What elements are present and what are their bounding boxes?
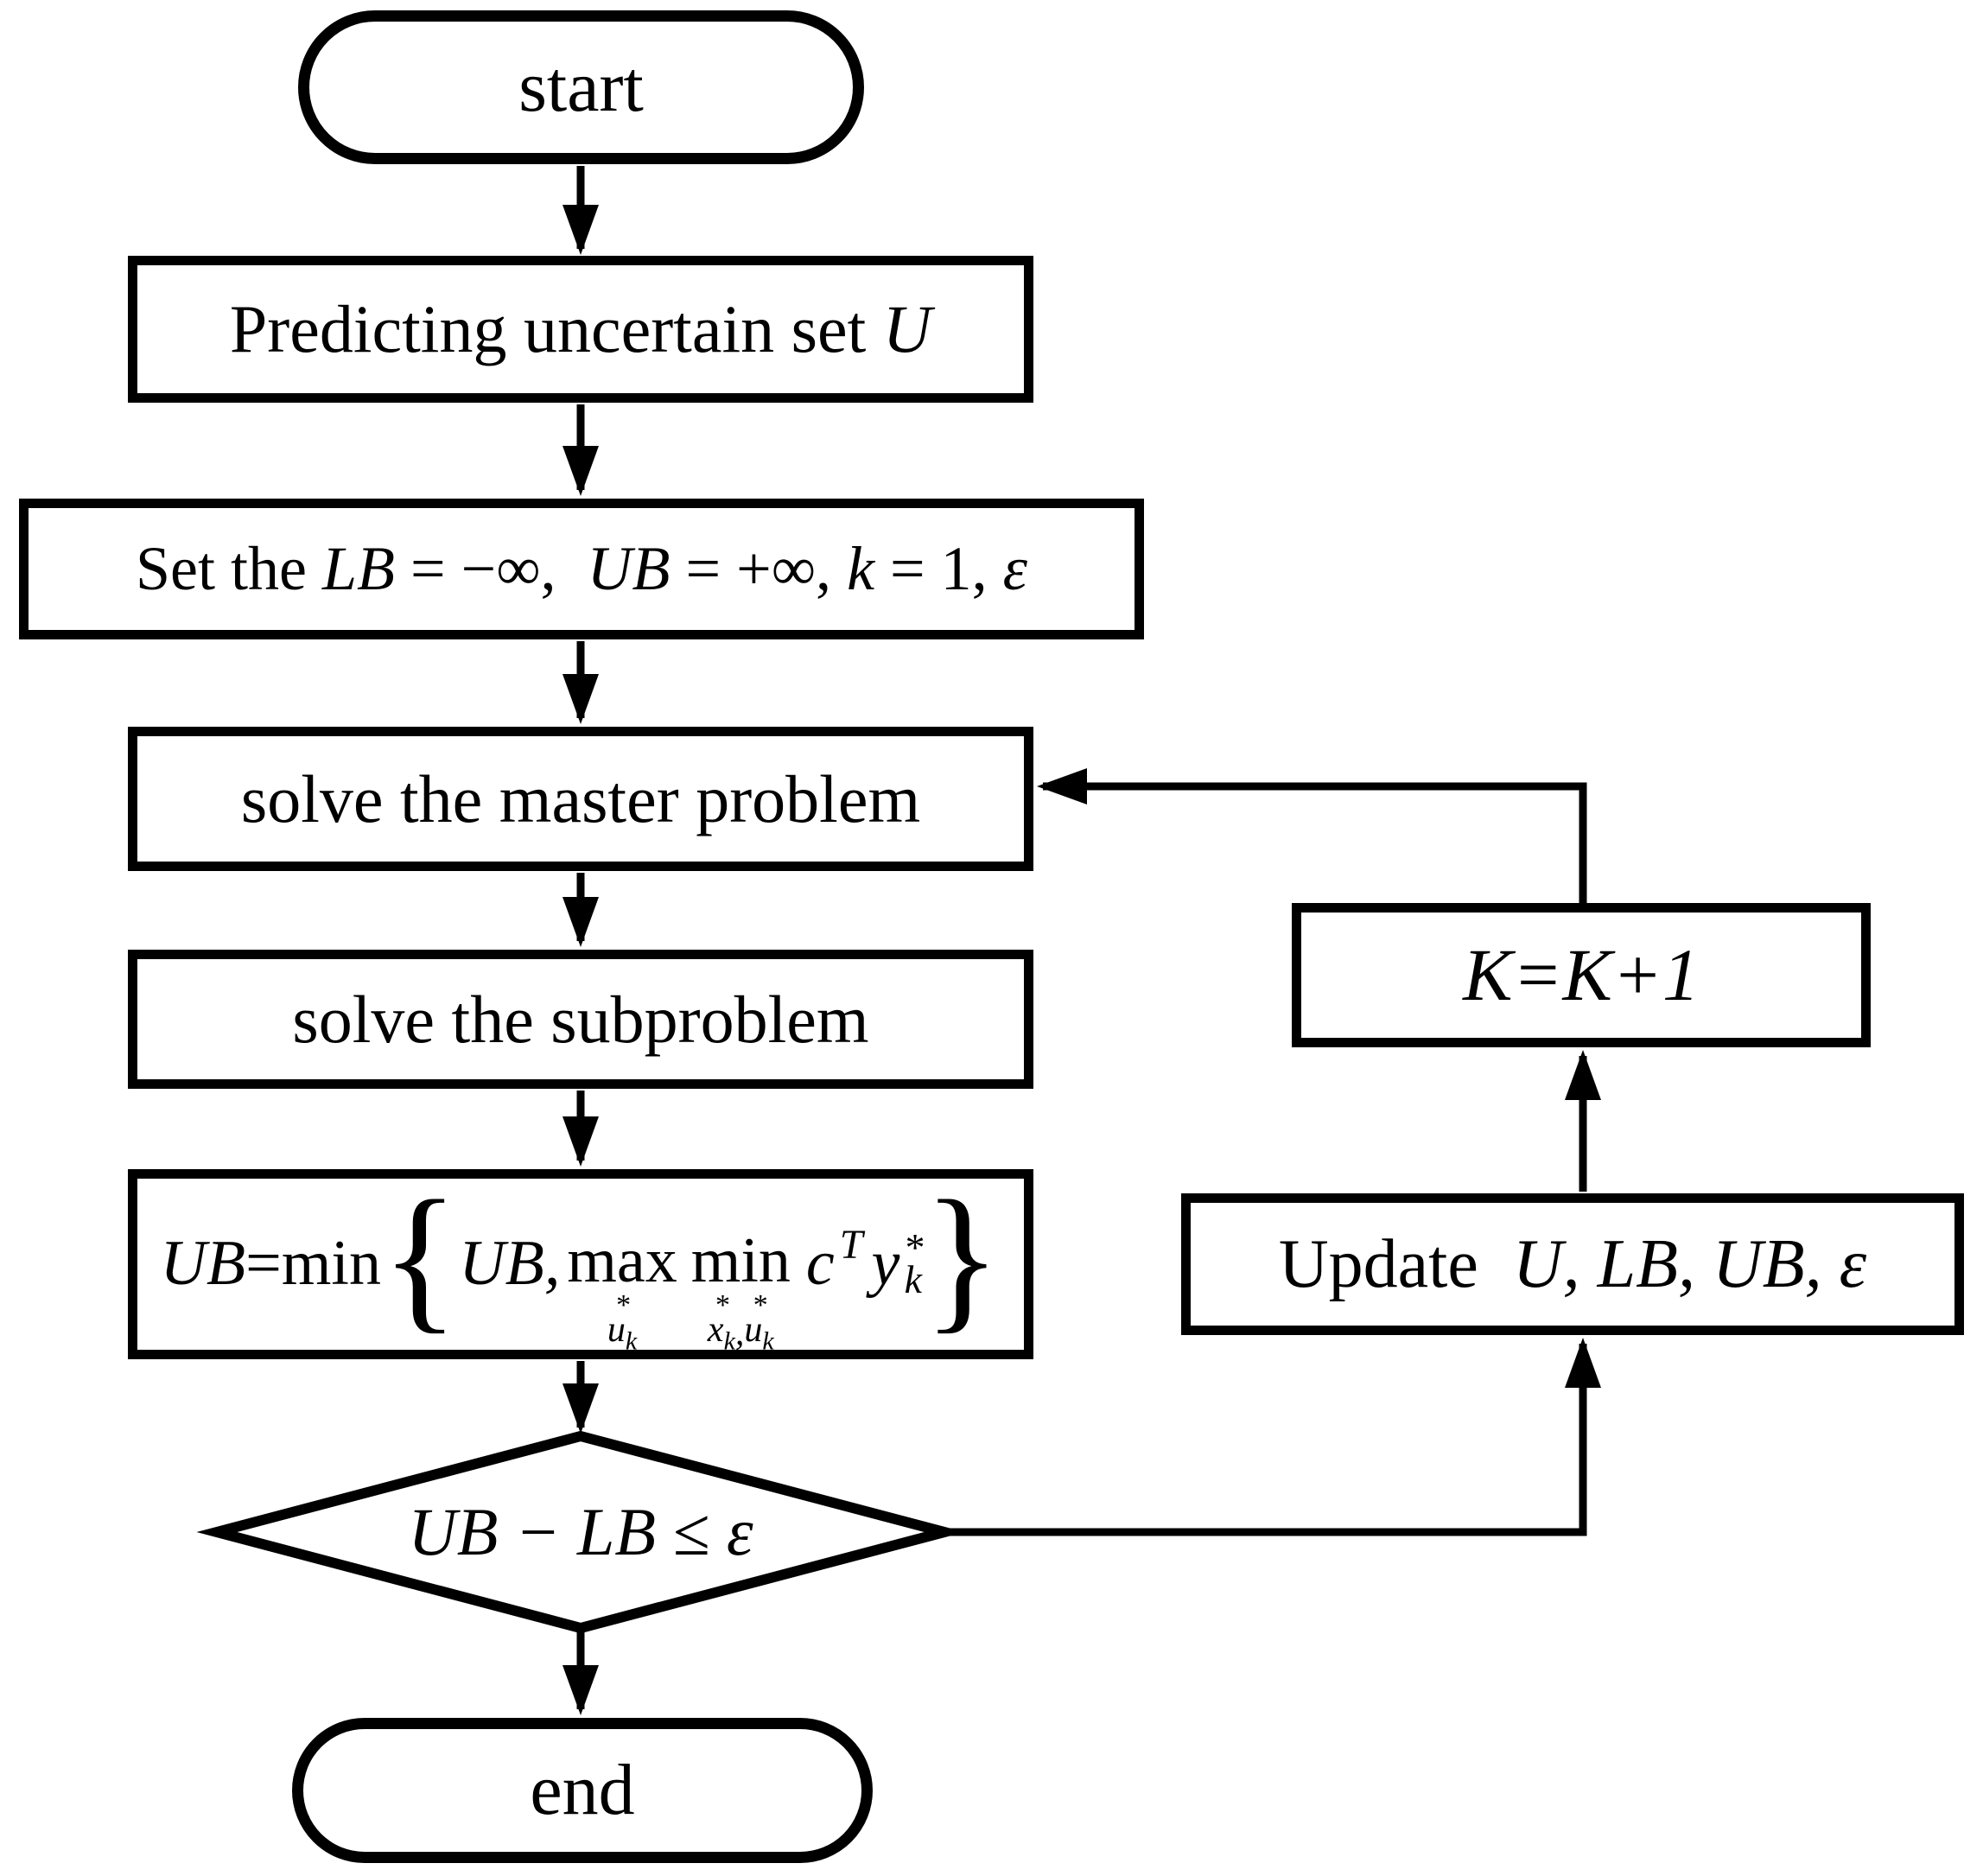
formula-min-label: min bbox=[690, 1225, 791, 1297]
init-eq-pos-inf: = +∞, bbox=[670, 533, 848, 603]
formula-max-sub-uk: *uk bbox=[607, 1289, 637, 1354]
node-solve-master-problem: solve the master problem bbox=[128, 727, 1033, 871]
formula-open-brace: { bbox=[380, 1167, 460, 1347]
formula-min-operator: min *xk , *uk bbox=[690, 1225, 791, 1354]
node-decision-convergence: UB − LB ≤ ε bbox=[217, 1436, 944, 1628]
decision-diamond bbox=[196, 1430, 965, 1634]
decision-label: UB − LB ≤ ε bbox=[408, 1494, 753, 1569]
formula-equals: = bbox=[245, 1228, 282, 1300]
formula-max-sub-base: u bbox=[607, 1309, 626, 1350]
formula-min-sub-xk-k: k bbox=[723, 1326, 735, 1356]
predict-var-u: U bbox=[882, 291, 932, 367]
init-text: Set the bbox=[135, 533, 322, 603]
formula-max-sub-star: * bbox=[614, 1289, 630, 1322]
formula-min-subscript: *xk , *uk bbox=[707, 1289, 774, 1354]
node-end: end bbox=[292, 1718, 873, 1863]
formula-first-arg: UB, bbox=[459, 1228, 561, 1300]
formula-min-sub-xk-base: x bbox=[707, 1309, 724, 1350]
update-text: Update bbox=[1278, 1226, 1513, 1302]
node-increment-k: K=K+1 bbox=[1292, 903, 1871, 1047]
subproblem-label: solve the subproblem bbox=[292, 981, 869, 1057]
formula-row: UB = min { UB, max *uk min *xk , *uk c T bbox=[160, 1176, 1001, 1354]
formula-var-y: y bbox=[871, 1228, 900, 1300]
formula-max-operator: max *uk bbox=[567, 1225, 677, 1354]
node-predicting-uncertain-set: Predicting uncertain set U bbox=[128, 256, 1033, 403]
formula-coeff-transpose: T bbox=[839, 1221, 863, 1268]
update-label: Update U, LB, UB, ε bbox=[1279, 1226, 1866, 1302]
formula-min-sub-uk: *uk bbox=[744, 1289, 773, 1354]
start-label: start bbox=[518, 46, 644, 127]
arrow-kplus-to-master bbox=[1037, 768, 1587, 905]
init-eq-one: = 1, bbox=[874, 533, 1003, 603]
end-label: end bbox=[530, 1749, 635, 1830]
formula-min-outer: min bbox=[281, 1228, 381, 1300]
formula-min-sub-xk: *xk bbox=[707, 1289, 735, 1354]
arrow-decision-to-update bbox=[947, 1338, 1601, 1536]
formula-max-subscript: *uk bbox=[607, 1289, 637, 1354]
formula-min-sub-uk-base: u bbox=[744, 1309, 763, 1350]
formula-lhs: UB bbox=[160, 1228, 246, 1300]
kplus-label: K=K+1 bbox=[1463, 933, 1700, 1017]
formula-close-brace: } bbox=[923, 1167, 1001, 1347]
formula-max-sub-k: k bbox=[625, 1326, 638, 1356]
formula-min-sub-xk-star: * bbox=[714, 1289, 729, 1322]
init-label: Set the LB = −∞, UB = +∞, k = 1, ε bbox=[135, 533, 1028, 603]
init-eq-neg-inf: = −∞, bbox=[394, 533, 588, 603]
node-update-upper-bound-formula: UB = min { UB, max *uk min *xk , *uk c T bbox=[128, 1169, 1033, 1359]
formula-var-y-k: k bbox=[904, 1257, 923, 1301]
init-var-k: k bbox=[847, 533, 875, 603]
formula-var-y-star: * bbox=[903, 1225, 924, 1270]
predict-label: Predicting uncertain set U bbox=[230, 292, 931, 366]
init-var-epsilon: ε bbox=[1002, 533, 1028, 603]
init-var-lb: LB bbox=[321, 533, 395, 603]
node-solve-subproblem: solve the subproblem bbox=[128, 950, 1033, 1089]
init-var-ub: UB bbox=[587, 533, 671, 603]
node-update-sets-and-bounds: Update U, LB, UB, ε bbox=[1181, 1193, 1964, 1335]
formula-max-label: max bbox=[567, 1225, 677, 1297]
update-vars: U, LB, UB, ε bbox=[1512, 1226, 1867, 1302]
predict-text: Predicting uncertain set bbox=[229, 291, 883, 367]
node-start: start bbox=[298, 10, 864, 164]
node-set-bounds: Set the LB = −∞, UB = +∞, k = 1, ε bbox=[19, 499, 1144, 639]
formula-min-sub-uk-k: k bbox=[762, 1326, 774, 1356]
master-label: solve the master problem bbox=[240, 760, 921, 836]
formula-min-sub-comma: , bbox=[734, 1313, 745, 1353]
formula-coeff-c: c bbox=[805, 1228, 835, 1300]
formula-min-sub-uk-star: * bbox=[752, 1289, 767, 1322]
formula-var-y-scripts: *k bbox=[903, 1225, 924, 1301]
